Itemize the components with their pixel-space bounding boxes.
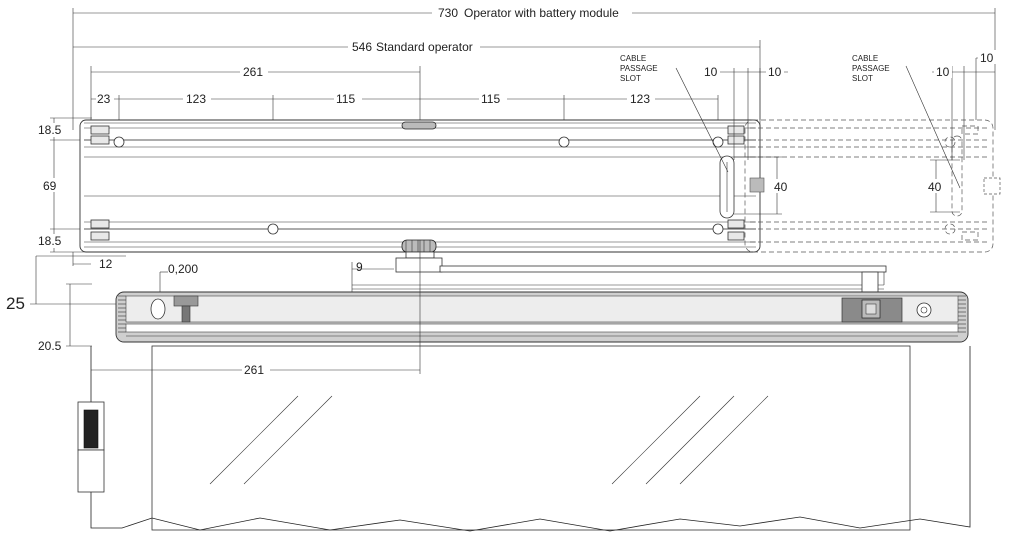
dim-20-5-value: 20.5 bbox=[38, 339, 62, 353]
slot-right-w1: 10 bbox=[936, 65, 950, 79]
dim-123-a-value: 123 bbox=[186, 92, 206, 106]
slot-right-w2: 10 bbox=[980, 51, 994, 65]
dim-69-value: 69 bbox=[43, 179, 57, 193]
dim-261-bottom: 261 bbox=[91, 240, 421, 377]
slide-channel bbox=[115, 291, 969, 343]
slot-right-h: 40 bbox=[928, 180, 942, 194]
slot-left-w2: 10 bbox=[768, 65, 782, 79]
dim-18-5-bottom-value: 18.5 bbox=[38, 234, 62, 248]
dim-115-b-value: 115 bbox=[481, 92, 500, 106]
hinge bbox=[77, 401, 105, 493]
dim-hole-spacing: 23 123 115 115 123 bbox=[91, 91, 719, 230]
spindle bbox=[395, 239, 443, 273]
dim-0-200-value: 0,200 bbox=[168, 262, 198, 276]
standard-length-value: 546 bbox=[352, 40, 372, 54]
cable-slot-left-label-1: CABLE bbox=[620, 54, 646, 63]
slot-left-h: 40 bbox=[774, 180, 788, 194]
cable-slot-left-label-2: PASSAGE bbox=[620, 64, 658, 73]
dim-261-top: 261 bbox=[90, 64, 421, 125]
dim-18-5-top-value: 18.5 bbox=[38, 123, 62, 137]
dim-23-value: 23 bbox=[97, 92, 111, 106]
standard-length-label: Standard operator bbox=[376, 40, 473, 54]
dim-mid-left: 12 25 0,200 20.5 bbox=[6, 252, 198, 353]
cable-slot-left-dims: 10 10 40 CABLE PASSAGE SLOT bbox=[620, 54, 791, 215]
mounting-hole-1 bbox=[113, 136, 125, 148]
door-leaf bbox=[90, 345, 971, 532]
mounting-hole-4 bbox=[267, 223, 279, 235]
dim-9: 9 bbox=[351, 260, 394, 292]
dim-115-a-value: 115 bbox=[336, 92, 355, 106]
channel-fixing-hole bbox=[150, 298, 166, 320]
operator-top-view bbox=[79, 119, 765, 253]
cable-slot-left-label-3: SLOT bbox=[620, 74, 641, 83]
cable-slot-right-dims: 10 10 40 CABLE PASSAGE SLOT bbox=[852, 50, 996, 213]
cable-slot-right bbox=[951, 135, 963, 217]
total-length-value: 730 bbox=[438, 6, 458, 20]
battery-module bbox=[744, 119, 1001, 253]
slide-arm bbox=[352, 265, 887, 303]
dim-25-value: 25 bbox=[6, 294, 25, 313]
cable-slot-right-label-2: PASSAGE bbox=[852, 64, 890, 73]
dim-9-value: 9 bbox=[356, 260, 363, 274]
dim-261-bottom-value: 261 bbox=[244, 363, 264, 377]
dim-total-length: 730 Operator with battery module bbox=[72, 5, 996, 130]
cable-slot-right-label-3: SLOT bbox=[852, 74, 873, 83]
dim-standard-length: 546 Standard operator bbox=[73, 39, 761, 130]
mounting-hole-5 bbox=[712, 223, 724, 235]
mounting-hole-2 bbox=[558, 136, 570, 148]
dim-261-top-value: 261 bbox=[243, 65, 263, 79]
total-length-label: Operator with battery module bbox=[464, 6, 619, 20]
cable-slot-right-label-1: CABLE bbox=[852, 54, 878, 63]
dim-12-value: 12 bbox=[99, 257, 113, 271]
dim-123-b-value: 123 bbox=[630, 92, 650, 106]
slot-left-w1: 10 bbox=[704, 65, 718, 79]
